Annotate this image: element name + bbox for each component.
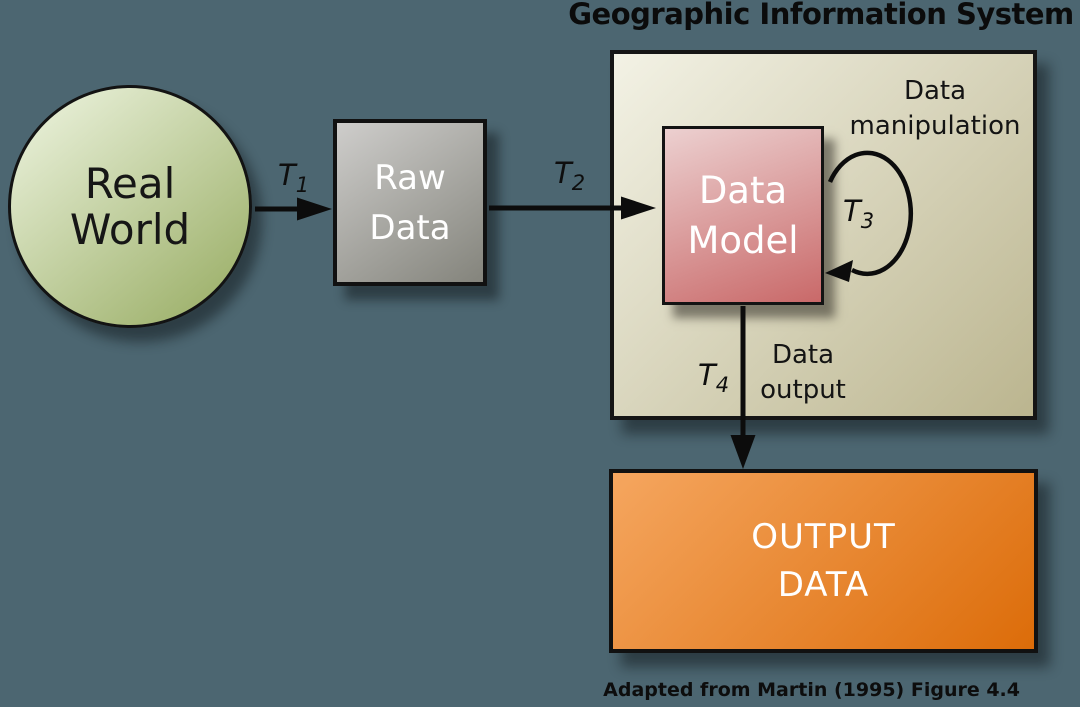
t2-base: T <box>554 156 572 190</box>
real-world-node: Real World <box>8 85 252 328</box>
real-world-label-line1: Real <box>84 158 176 208</box>
t4-base: T <box>698 358 716 392</box>
t3-label: T3 <box>843 194 874 231</box>
output-data-label-line2: DATA <box>777 565 870 605</box>
t3-sub: 3 <box>860 208 875 233</box>
t1-label: T1 <box>278 158 309 195</box>
t4-arrow-head <box>730 435 756 469</box>
raw-data-label-line1: Raw <box>374 157 446 198</box>
data-manipulation-line2: manipulation <box>849 111 1021 141</box>
t1-base: T <box>278 158 296 192</box>
t2-label: T2 <box>554 156 585 193</box>
data-output-annotation: Data output <box>723 338 883 408</box>
t2-sub: 2 <box>571 170 586 195</box>
data-model-label-line1: Data <box>698 168 788 212</box>
output-data-label-line1: OUTPUT <box>751 517 896 557</box>
t4-sub: 4 <box>715 372 730 397</box>
source-caption: Adapted from Martin (1995) Figure 4.4 <box>603 679 1020 701</box>
data-model-node: Data Model <box>662 126 824 305</box>
data-model-label-line2: Model <box>687 218 799 262</box>
data-output-line1: Data <box>771 340 835 370</box>
data-output-line2: output <box>760 375 846 405</box>
raw-data-label-line2: Data <box>369 207 451 248</box>
t1-sub: 1 <box>295 172 310 197</box>
t3-base: T <box>843 194 861 228</box>
t4-label: T4 <box>698 358 729 395</box>
output-data-node: OUTPUT DATA <box>609 469 1038 653</box>
raw-data-node: Raw Data <box>333 119 487 286</box>
data-manipulation-annotation: Data manipulation <box>830 74 1040 144</box>
real-world-label-line2: World <box>69 204 191 254</box>
t1-arrow-head <box>297 197 332 221</box>
data-manipulation-line1: Data <box>903 76 967 106</box>
diagram-title: Geographic Information System <box>568 0 1074 31</box>
